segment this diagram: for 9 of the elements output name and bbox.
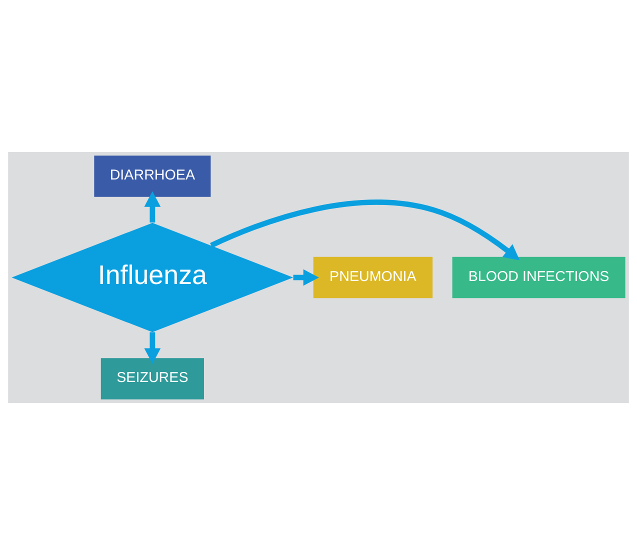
arrow bbox=[293, 269, 319, 286]
node-diamond: Influenza bbox=[12, 222, 294, 332]
node-box: DIARRHOEA bbox=[94, 156, 211, 197]
node-box: SEIZURES bbox=[100, 358, 204, 400]
node-box: BLOOD INFECTIONS bbox=[452, 256, 626, 298]
arrow bbox=[210, 200, 520, 260]
arrow bbox=[144, 191, 161, 223]
node-box: PNEUMONIA bbox=[313, 256, 433, 298]
arrow bbox=[144, 332, 161, 364]
